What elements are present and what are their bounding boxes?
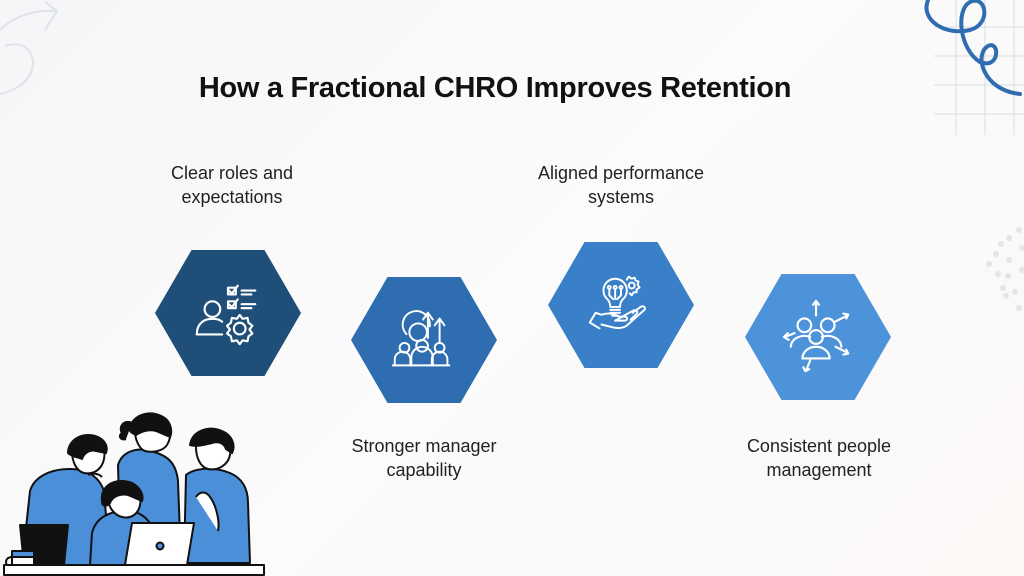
dots-decoration: [986, 227, 1024, 311]
grid-swirl-decoration: [924, 0, 1024, 135]
step-1-label-line1: Clear roles and: [170, 163, 294, 183]
page-title: How a Fractional CHRO Improves Retention: [198, 72, 792, 104]
step-2-label-line1: Stronger manager: [351, 436, 497, 456]
curved-arrow-decoration: [0, 1, 59, 95]
step-2-hexagon: [351, 277, 497, 403]
step-1-label: Clear roles and expectations: [112, 161, 352, 209]
step-2-label-line2: capability: [386, 460, 462, 480]
step-1-label-line2: expectations: [181, 187, 283, 207]
step-2-label: Stronger manager capability: [304, 434, 544, 482]
roles-checklist-gear-icon: [195, 284, 257, 346]
step-4-label-line1: Consistent people: [746, 436, 892, 456]
step-4-label-line2: management: [766, 460, 872, 480]
step-3-label-line2: systems: [587, 187, 654, 207]
idea-hand-icon: [588, 275, 646, 330]
step-3-label: Aligned performance systems: [501, 161, 741, 209]
step-4-label: Consistent people management: [699, 434, 939, 482]
step-1-hexagon: [155, 250, 301, 376]
step-3-label-line1: Aligned performance: [537, 163, 705, 183]
people-network-icon: [782, 299, 850, 373]
step-3-hexagon: [548, 242, 694, 368]
team-laptop-illustration: [3, 412, 265, 576]
team-growth-icon: [391, 310, 451, 367]
step-4-hexagon: [745, 274, 891, 400]
